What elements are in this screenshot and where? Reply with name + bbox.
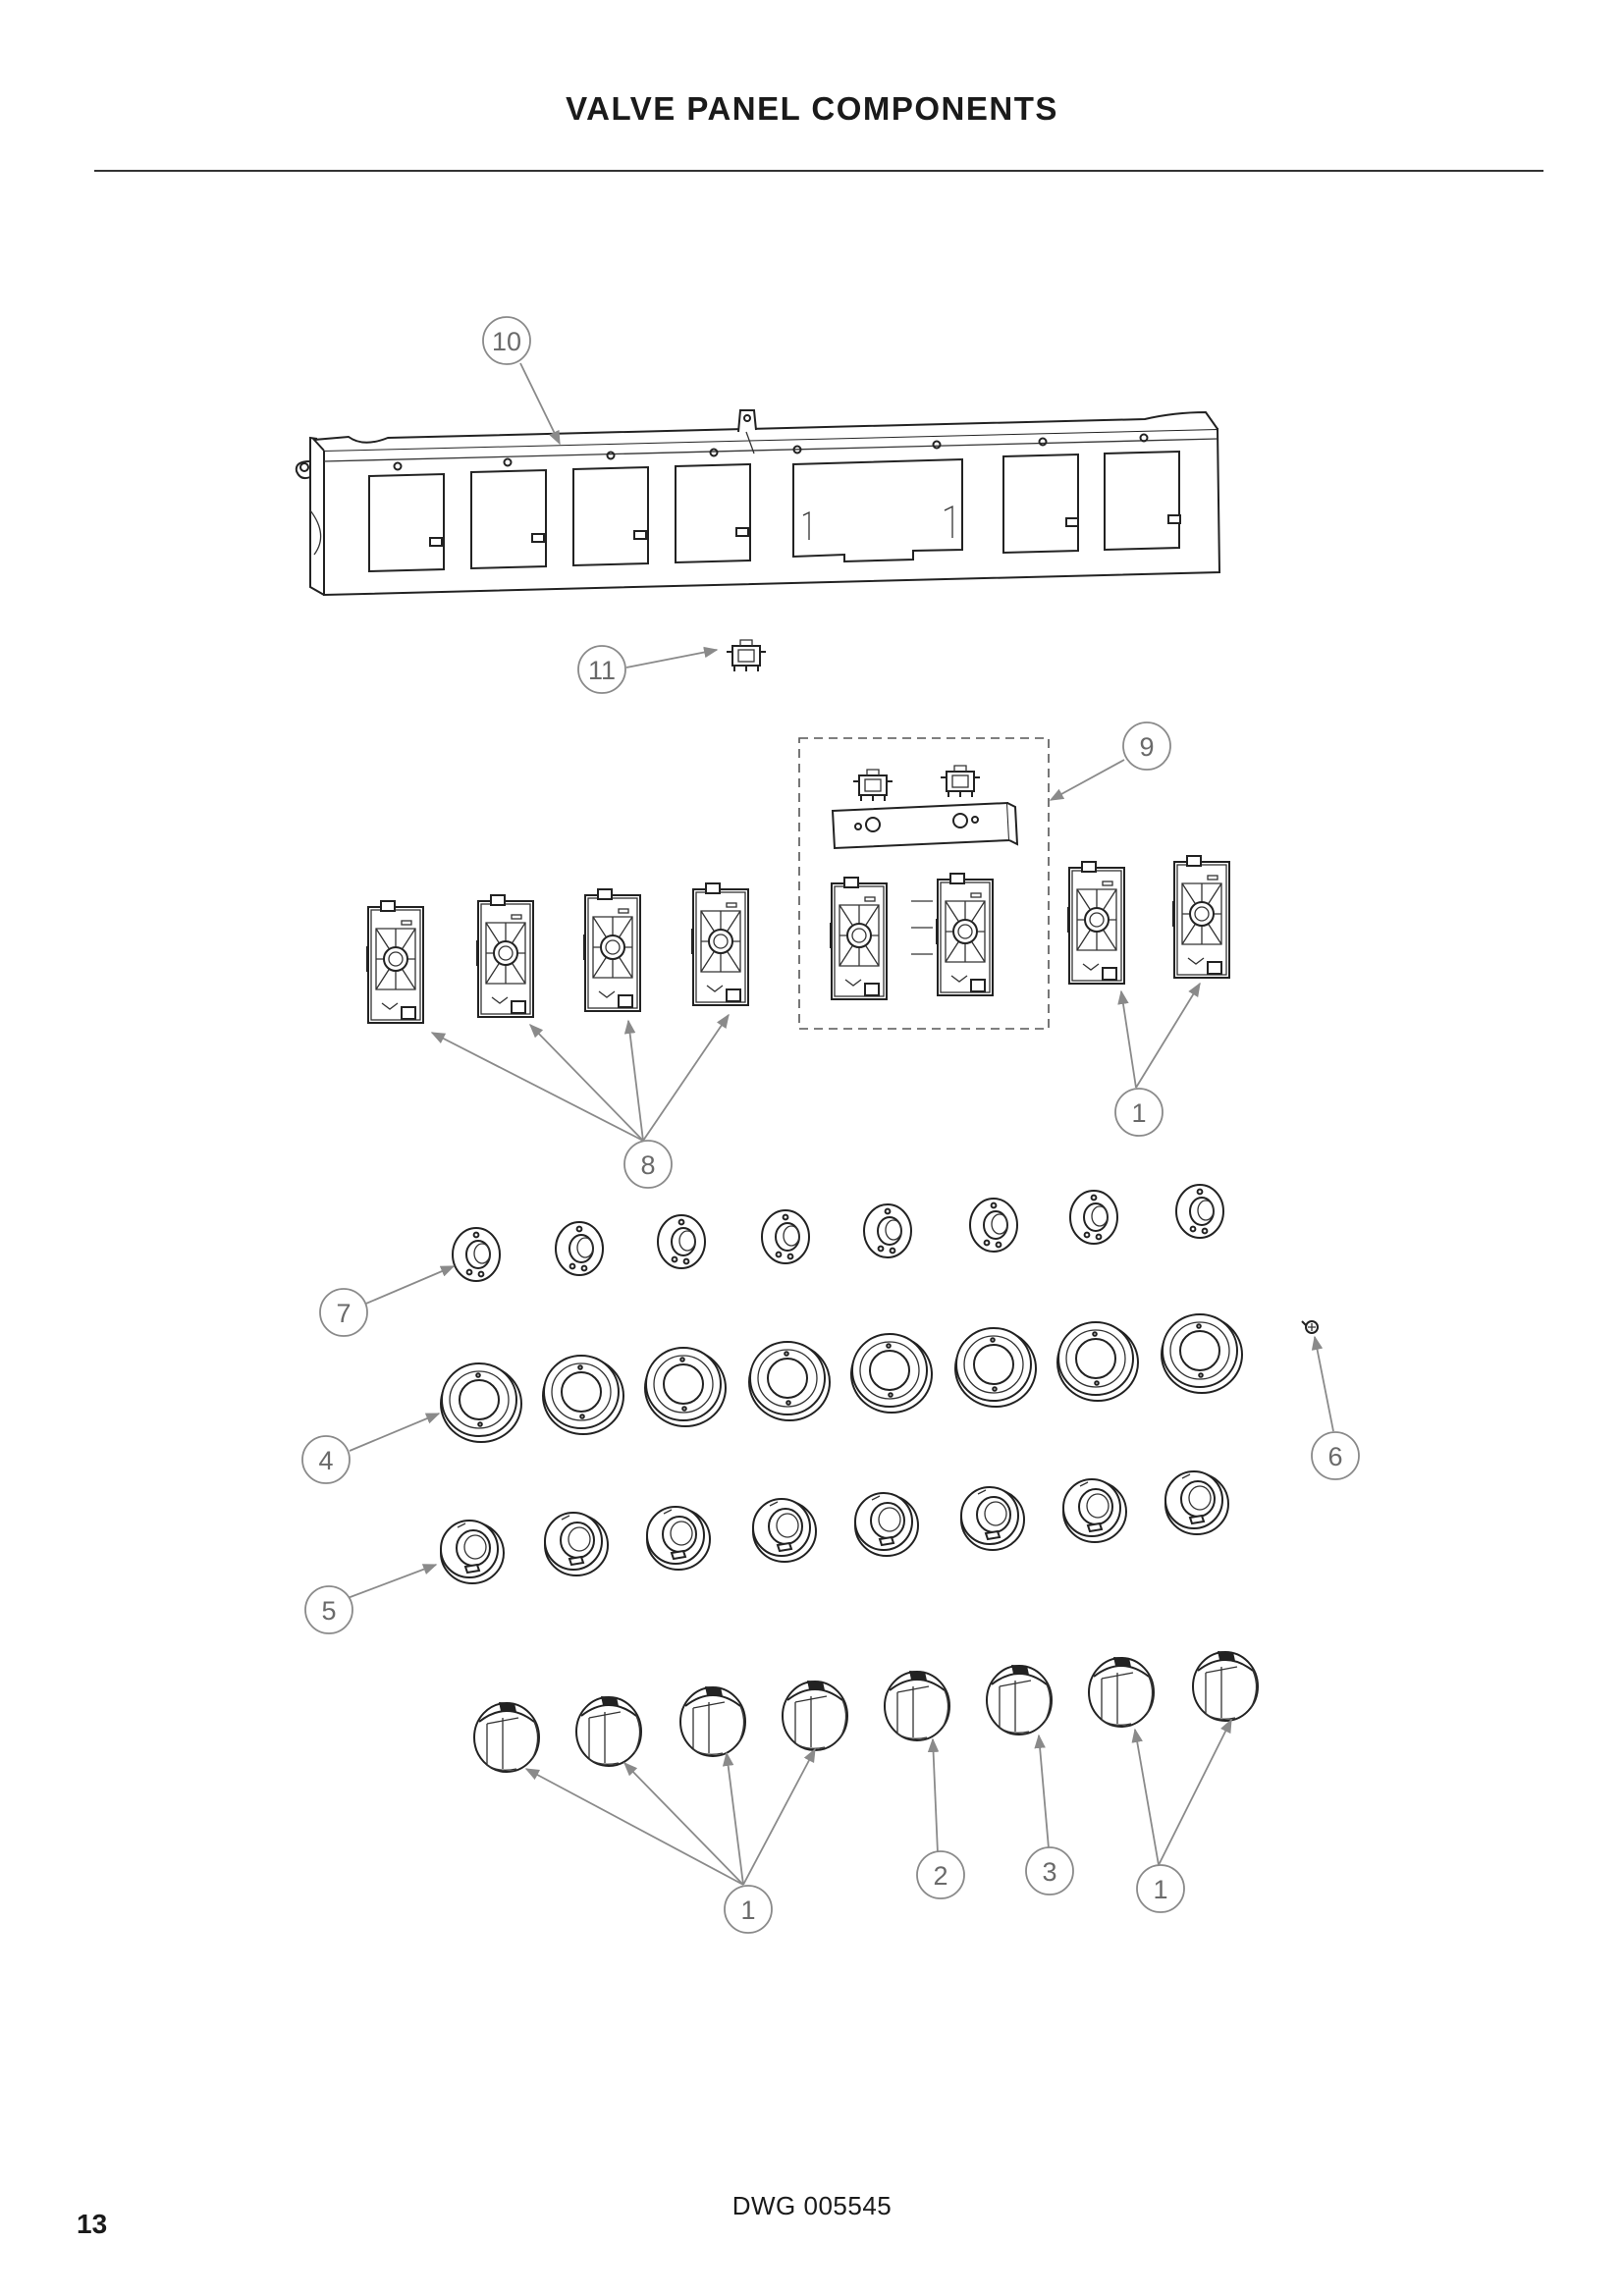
callout-3: 3 (1025, 1846, 1074, 1896)
callout-5: 5 (304, 1585, 353, 1634)
valve-brackets (365, 855, 1230, 1024)
callout-label: 10 (492, 327, 521, 356)
title-rule (94, 170, 1543, 172)
callout-label: 1 (1131, 1098, 1146, 1128)
callout-6: 6 (1311, 1431, 1360, 1480)
callout-label: 9 (1139, 732, 1154, 762)
bezel-rings-row (440, 1313, 1243, 1443)
callout-1-upper: 1 (1114, 1088, 1164, 1137)
callout-4: 4 (301, 1435, 351, 1484)
callout-2: 2 (916, 1850, 965, 1899)
switch-part (726, 639, 767, 672)
control-knobs-row (473, 1650, 1259, 1773)
callout-label: 6 (1327, 1442, 1342, 1471)
callout-label: 4 (318, 1446, 333, 1475)
bushings-row (452, 1184, 1224, 1282)
callout-10: 10 (482, 316, 531, 365)
knob-sleeves-row (440, 1470, 1229, 1584)
callout-label: 7 (336, 1299, 351, 1328)
callout-label: 8 (640, 1150, 655, 1180)
callout-label: 1 (740, 1896, 755, 1925)
page-number: 13 (77, 2209, 108, 2239)
callout-label: 3 (1042, 1857, 1056, 1887)
callout-1-lower-left: 1 (724, 1885, 773, 1934)
callout-1-lower-right: 1 (1136, 1864, 1185, 1913)
callout-label: 2 (933, 1861, 947, 1891)
sub-assembly-group (798, 737, 1050, 1030)
valve-panel (295, 409, 1221, 597)
callout-label: 11 (588, 656, 616, 685)
screw-part (1301, 1320, 1319, 1334)
callout-11: 11 (577, 645, 626, 694)
callout-9: 9 (1122, 721, 1171, 771)
callout-8: 8 (623, 1140, 673, 1189)
callout-label: 1 (1153, 1875, 1167, 1904)
drawing-number: DWG 005545 (731, 2191, 893, 2220)
leader-lines (347, 362, 1334, 1886)
callout-label: 5 (321, 1596, 336, 1626)
page-title: VALVE PANEL COMPONENTS (566, 90, 1058, 127)
callout-7: 7 (319, 1288, 368, 1337)
